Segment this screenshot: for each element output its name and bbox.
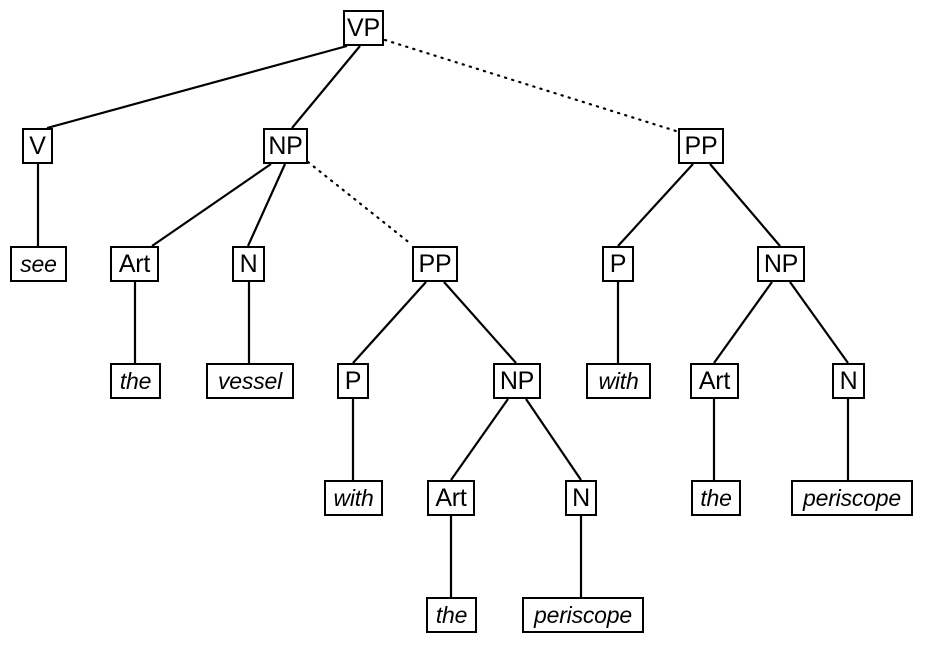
tree-edge-vp-to-v bbox=[46, 44, 348, 130]
tree-leaf-per_mid: periscope bbox=[522, 597, 644, 633]
tree-edge-np_right-to-art_right bbox=[713, 281, 773, 364]
tree-edge-np1-to-pp_mid bbox=[306, 160, 413, 246]
tree-leaf-see: see bbox=[10, 246, 67, 282]
tree-leaf-the_right: the bbox=[691, 480, 741, 516]
tree-node-art_mid: Art bbox=[427, 480, 475, 516]
tree-edge-pp_right-to-np_right bbox=[709, 163, 781, 247]
tree-node-p_mid: P bbox=[337, 363, 369, 399]
tree-node-np1: NP bbox=[263, 128, 308, 164]
tree-edge-pp_mid-to-np_mid bbox=[443, 281, 517, 364]
tree-node-art_right: Art bbox=[690, 363, 739, 399]
tree-leaf-with_mid: with bbox=[324, 480, 383, 516]
tree-leaf-per_right: periscope bbox=[791, 480, 913, 516]
tree-node-pp_mid: PP bbox=[412, 246, 458, 282]
tree-leaf-with_right: with bbox=[586, 363, 651, 399]
tree-edge-np_mid-to-art_mid bbox=[450, 398, 509, 481]
tree-node-np_right: NP bbox=[757, 246, 805, 282]
tree-edge-vp-to-np1 bbox=[291, 45, 361, 129]
tree-edge-np1-to-art1 bbox=[151, 163, 272, 247]
tree-edge-np1-to-n1 bbox=[246, 163, 287, 247]
tree-node-n_mid: N bbox=[565, 480, 597, 516]
tree-edge-pp_mid-to-p_mid bbox=[352, 281, 427, 364]
tree-node-n_right: N bbox=[832, 363, 865, 399]
tree-edge-vp-to-pp_right bbox=[383, 38, 678, 133]
tree-node-art1: Art bbox=[110, 246, 159, 282]
tree-edge-pp_right-to-p_right bbox=[617, 163, 694, 247]
tree-leaf-the_mid: the bbox=[426, 597, 477, 633]
tree-node-n1: N bbox=[232, 246, 265, 282]
tree-edge-np_right-to-n_right bbox=[789, 281, 849, 364]
tree-leaf-vessel: vessel bbox=[206, 363, 294, 399]
tree-node-vp: VP bbox=[343, 10, 384, 46]
tree-edge-np_mid-to-n_mid bbox=[525, 398, 582, 481]
tree-node-p_right: P bbox=[602, 246, 634, 282]
tree-leaf-the1: the bbox=[110, 363, 161, 399]
tree-node-np_mid: NP bbox=[493, 363, 541, 399]
tree-node-v: V bbox=[22, 128, 53, 164]
tree-node-pp_right: PP bbox=[678, 128, 724, 164]
